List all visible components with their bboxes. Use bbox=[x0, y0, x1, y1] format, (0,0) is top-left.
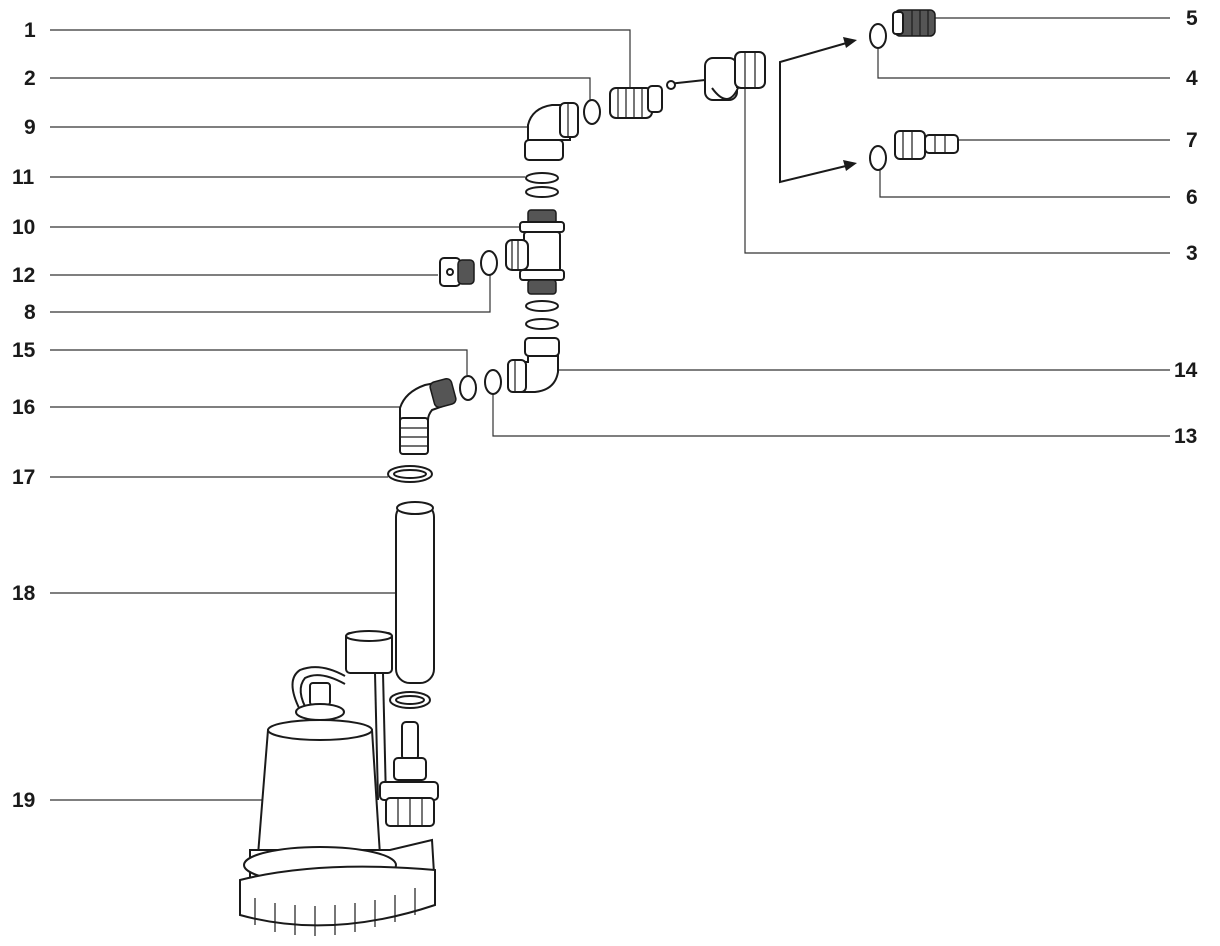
leader-8 bbox=[50, 275, 491, 313]
callout-1: 1 bbox=[24, 19, 36, 42]
leader-1 bbox=[50, 29, 631, 88]
o-ring-below-tee-upper bbox=[525, 300, 559, 312]
part-11-o-ring-upper bbox=[525, 172, 559, 184]
part-6-o-ring bbox=[869, 145, 887, 171]
callout-13: 13 bbox=[1174, 425, 1198, 448]
part-7-hose-barb bbox=[894, 130, 959, 160]
branch-arrows bbox=[779, 37, 857, 184]
part-16-barbed-elbow bbox=[399, 377, 457, 455]
callout-4: 4 bbox=[1186, 67, 1198, 90]
leader-3 bbox=[744, 88, 1170, 254]
leader-13 bbox=[492, 392, 1170, 437]
leader-lines bbox=[50, 17, 1170, 801]
leader-15 bbox=[50, 349, 468, 375]
callout-2: 2 bbox=[24, 67, 36, 90]
part-14-elbow bbox=[507, 337, 560, 393]
part-4-o-ring bbox=[869, 23, 887, 49]
arrow-head-upper bbox=[843, 37, 857, 48]
pump-hose-clamp bbox=[389, 691, 431, 709]
leader-4 bbox=[877, 48, 1170, 79]
callout-6: 6 bbox=[1186, 186, 1198, 209]
callout-15: 15 bbox=[12, 339, 36, 362]
callout-10: 10 bbox=[12, 216, 36, 239]
callout-8: 8 bbox=[24, 301, 36, 324]
part-15-o-ring bbox=[459, 375, 477, 401]
o-ring-below-tee-lower bbox=[525, 318, 559, 330]
callout-16: 16 bbox=[12, 396, 36, 419]
branch-line bbox=[779, 41, 851, 184]
part-8-o-ring bbox=[480, 250, 498, 276]
part-17-hose-clamp bbox=[387, 465, 433, 483]
callout-3: 3 bbox=[1186, 242, 1198, 265]
part-9-elbow bbox=[524, 102, 579, 161]
part-19-pump bbox=[239, 630, 439, 936]
leader-6 bbox=[879, 170, 1170, 198]
callout-18: 18 bbox=[12, 582, 36, 605]
callout-12: 12 bbox=[12, 264, 36, 287]
callout-19: 19 bbox=[12, 789, 36, 812]
part-13-o-ring bbox=[484, 369, 502, 395]
part-18-hose bbox=[395, 501, 435, 684]
part-3-check-valve bbox=[666, 51, 766, 101]
callout-9: 9 bbox=[24, 116, 36, 139]
leader-2 bbox=[50, 77, 591, 100]
callout-11: 11 bbox=[12, 166, 35, 189]
part-11-o-ring-lower bbox=[525, 186, 559, 198]
callout-5: 5 bbox=[1186, 7, 1198, 30]
part-1-threaded-adapter bbox=[609, 85, 663, 119]
part-5-threaded-nipple bbox=[892, 9, 936, 37]
part-2-o-ring bbox=[583, 99, 601, 125]
part-10-tee-fitting bbox=[505, 209, 565, 295]
arrow-head-lower bbox=[843, 160, 857, 171]
callout-17: 17 bbox=[12, 466, 36, 489]
part-12-cap bbox=[439, 257, 475, 287]
callout-7: 7 bbox=[1186, 129, 1198, 152]
callout-14: 14 bbox=[1174, 359, 1198, 382]
